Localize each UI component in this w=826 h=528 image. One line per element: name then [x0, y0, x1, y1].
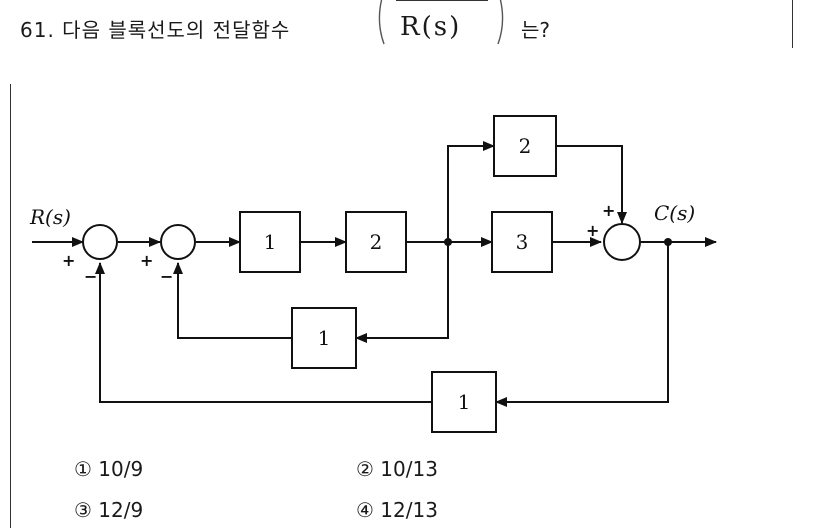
choice-3[interactable]: ③ 12/9 — [74, 498, 143, 522]
block-forward-2-label: 2 — [370, 230, 383, 254]
choice-1-number: ① — [74, 457, 92, 481]
sign-sum1-input: + — [62, 251, 75, 270]
block-forward-2 — [345, 211, 407, 273]
sum-junction-3 — [603, 223, 641, 261]
block-top — [493, 115, 557, 177]
sum-junction-1 — [82, 224, 118, 260]
sum-junction-2 — [160, 224, 196, 260]
fraction-bracket — [378, 0, 504, 45]
junction-dot-1 — [444, 238, 452, 246]
sign-sum3-top: + — [602, 201, 615, 220]
wire-outer-fb-in — [495, 242, 669, 407]
block-forward-1 — [239, 211, 301, 273]
sign-sum1-feedback: − — [84, 267, 97, 286]
choice-4-value: 12/13 — [380, 498, 438, 522]
block-forward-3-label: 3 — [516, 230, 529, 254]
choice-3-number: ③ — [74, 498, 92, 522]
choice-3-value: 12/9 — [98, 498, 144, 522]
question-prefix: 61. 다음 블록선도의 전달함수 — [20, 18, 291, 42]
choice-1[interactable]: ① 10/9 — [74, 457, 143, 481]
block-outer-feedback-label: 1 — [458, 390, 471, 414]
choice-2-number: ② — [356, 457, 374, 481]
choice-4[interactable]: ④ 12/13 — [356, 498, 438, 522]
wire-top-to-sum3 — [556, 145, 627, 224]
block-top-label: 2 — [519, 134, 532, 158]
page-divider — [792, 0, 793, 48]
wire-to-top-block — [447, 141, 495, 242]
output-signal-label: C(s) — [654, 201, 695, 225]
wire-inner-fb-out — [173, 262, 292, 339]
block-forward-3 — [491, 211, 553, 273]
junction-dot-2 — [664, 238, 672, 246]
block-outer-feedback — [431, 371, 497, 433]
choice-2-value: 10/13 — [380, 457, 438, 481]
question-text: 61. 다음 블록선도의 전달함수 — [20, 14, 290, 43]
question-suffix: 는? — [521, 18, 551, 42]
sign-sum2-input: + — [140, 251, 153, 270]
wire-inner-fb-in — [355, 242, 449, 343]
choice-4-number: ④ — [356, 498, 374, 522]
block-forward-1-label: 1 — [264, 230, 277, 254]
block-inner-feedback-label: 1 — [318, 326, 331, 350]
input-signal-label: R(s) — [29, 205, 71, 229]
choice-1-value: 10/9 — [98, 457, 144, 481]
wire-outer-fb-out — [95, 262, 432, 403]
choice-2[interactable]: ② 10/13 — [356, 457, 438, 481]
sign-sum2-feedback: − — [160, 267, 173, 286]
fraction-denominator: R(s) — [400, 12, 462, 42]
sign-sum3-left: + — [586, 221, 599, 240]
left-margin-rule — [10, 84, 11, 528]
block-inner-feedback — [291, 307, 357, 369]
